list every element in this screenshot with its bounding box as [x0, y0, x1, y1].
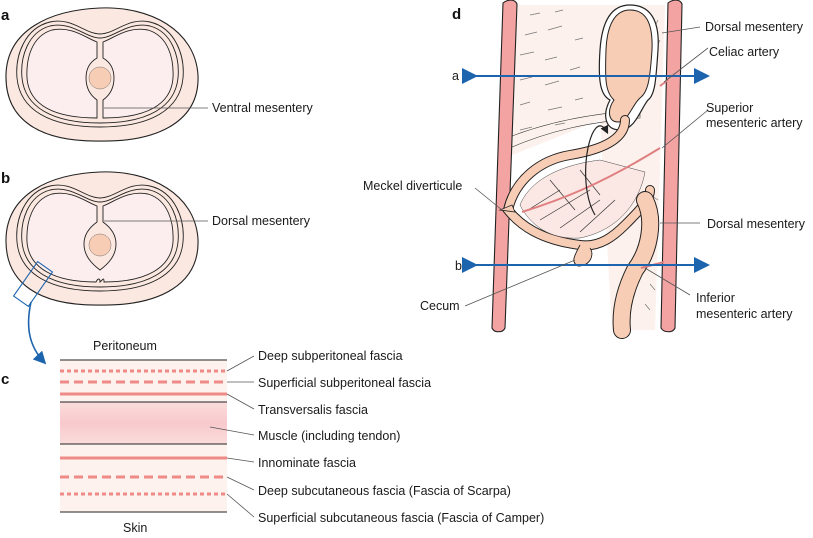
section-label-a: a — [452, 69, 459, 83]
body-wall-right — [660, 0, 683, 333]
label-peritoneum: Peritoneum — [93, 339, 157, 353]
label-inferior-line1: Inferior — [696, 291, 735, 305]
panel-a: a Ventral mesentery — [1, 7, 313, 142]
meckel-diverticule — [498, 204, 516, 213]
label-inferior-line2: mesenteric artery — [696, 307, 793, 321]
label-celiac-artery: Celiac artery — [709, 45, 780, 59]
section-label-b: b — [455, 259, 462, 273]
label-meckel-diverticule: Meckel diverticule — [363, 179, 462, 193]
label-muscle: Muscle (including tendon) — [258, 429, 400, 443]
label-dorsal-mesentery-b: Dorsal mesentery — [212, 214, 311, 228]
panel-d: d — [363, 0, 806, 339]
label-superior-line2: mesenteric artery — [706, 116, 803, 130]
label-dorsal-mesentery-d-bottom: Dorsal mesentery — [707, 217, 806, 231]
panel-b-label: b — [1, 170, 10, 187]
cross-section-a — [5, 7, 199, 142]
label-deep-subperitoneal-fascia: Deep subperitoneal fascia — [258, 349, 403, 363]
panel-a-label: a — [1, 7, 10, 24]
layer-muscle — [60, 402, 227, 444]
superior-mesenteric-artery — [521, 147, 661, 213]
magnify-box — [12, 260, 54, 308]
panel-c-label: c — [1, 371, 9, 388]
body-wall-left — [491, 0, 518, 333]
label-skin: Skin — [123, 521, 147, 535]
label-ventral-mesentery: Ventral mesentery — [212, 101, 313, 115]
magnify-arrow — [27, 301, 47, 365]
layer-leaders — [209, 355, 255, 518]
label-transversalis-fascia: Transversalis fascia — [258, 403, 368, 417]
label-superior-line1: Superior — [706, 101, 753, 115]
label-innominate-fascia: Innominate fascia — [258, 456, 356, 470]
mesentery-fan — [519, 159, 646, 239]
panel-d-leaders — [464, 26, 709, 307]
stomach — [605, 9, 653, 123]
label-dorsal-mesentery-d-top: Dorsal mesentery — [705, 20, 804, 34]
label-cecum: Cecum — [420, 299, 460, 313]
midgut-loop — [503, 116, 654, 250]
label-deep-subcutaneous-fascia: Deep subcutaneous fascia (Fascia of Scar… — [258, 484, 511, 498]
panel-d-label: d — [452, 6, 461, 23]
rotation-arrow — [585, 124, 609, 216]
label-superficial-subcutaneous-fascia: Superficial subcutaneous fascia (Fascia … — [258, 511, 544, 525]
panel-b: b Dorsal mesentery — [1, 170, 311, 365]
panel-c: c Peritoneum Skin Deep subperitoneal fas… — [1, 339, 544, 535]
label-superficial-subperitoneal-fascia: Superficial subperitoneal fascia — [258, 376, 431, 390]
cross-section-b — [5, 171, 199, 365]
